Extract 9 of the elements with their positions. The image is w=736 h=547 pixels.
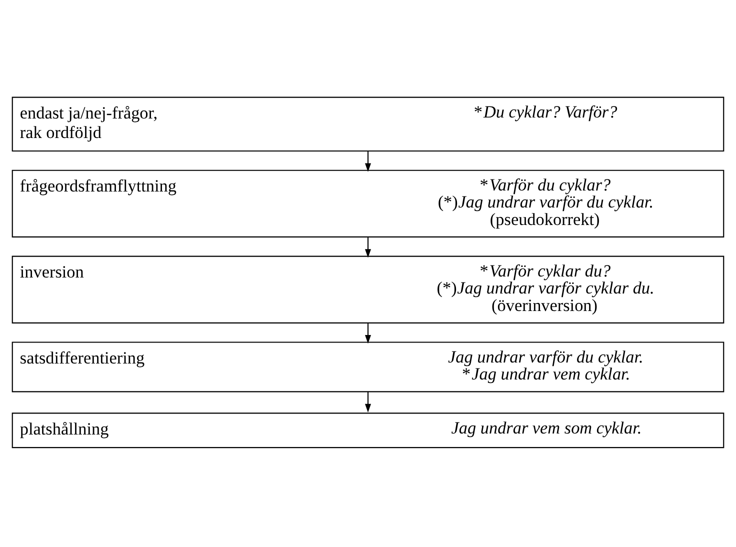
arrow: [364, 151, 372, 172]
node-box: platshållning Jag undrar vem som cyklar.: [12, 412, 724, 448]
arrow: [364, 323, 372, 344]
node-box: inversion *Varför cyklar du? (*)Jag undrar varför cyklar du. (överinversion): [12, 256, 724, 324]
node-box: satsdifferentiering Jag undrar varför du cyklar. *Jag undrar vem cyklar.: [12, 342, 724, 392]
node-box: endast ja/nej-frågor, rak ordföljd *Du cyklar? Varför?: [12, 96, 724, 152]
node-box: frågeordsframflyttning *Varför du cyklar? (*)Jag undrar varför du cyklar. (pseudokorrekt): [12, 170, 724, 238]
arrow: [364, 237, 372, 258]
arrow: [364, 392, 372, 413]
